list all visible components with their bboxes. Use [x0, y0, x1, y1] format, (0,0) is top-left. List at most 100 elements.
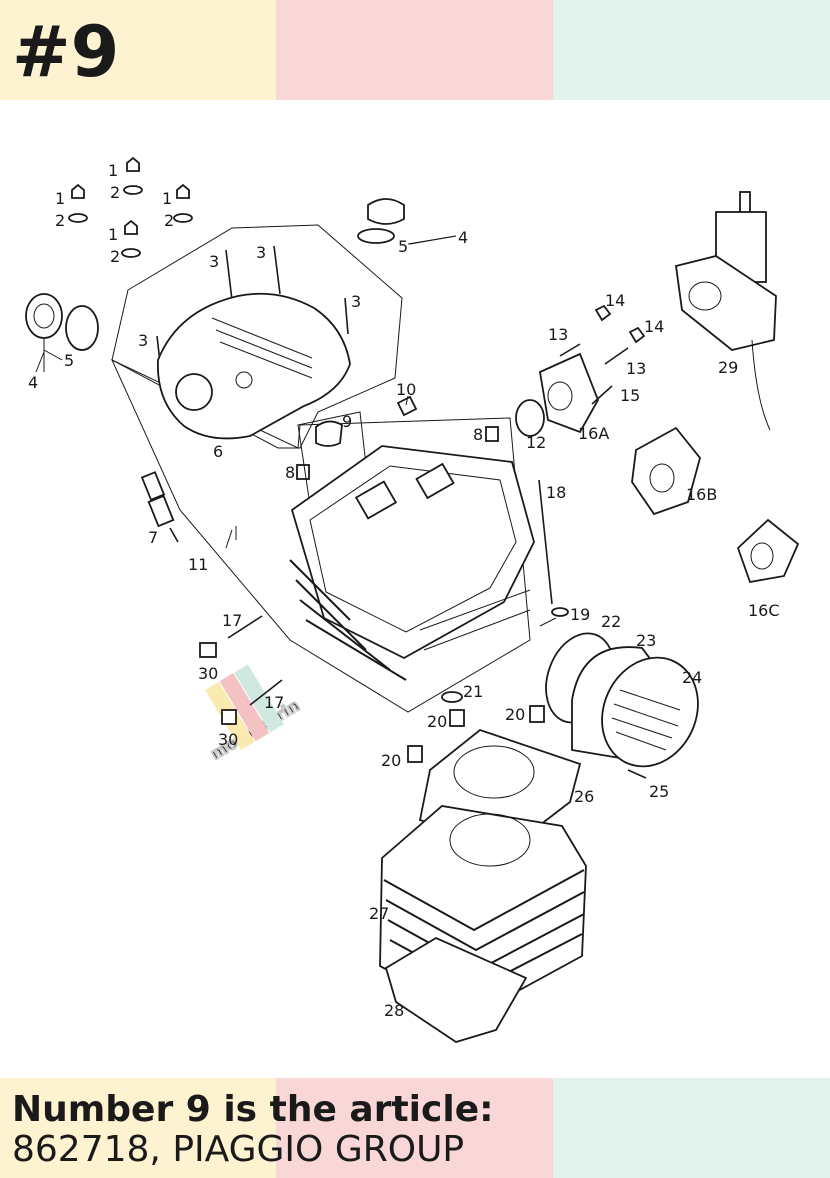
caption-title: Number 9 is the article: — [12, 1089, 494, 1130]
callout: 1 — [162, 189, 172, 208]
washer — [173, 213, 193, 223]
callout: 22 — [601, 612, 621, 631]
callout: 21 — [463, 682, 483, 701]
o-ring — [441, 691, 463, 703]
callout: 30 — [218, 730, 238, 749]
callout-labels: 1 2 1 2 1 2 1 2 3 3 3 3 4 5 4 5 6 7 8 8 … — [28, 161, 780, 1020]
callout: 2 — [110, 183, 120, 202]
dowel-pin — [485, 426, 499, 442]
callout: 27 — [369, 904, 389, 923]
cap-nut — [126, 156, 140, 172]
callout: 20 — [427, 712, 447, 731]
callout: 20 — [505, 705, 525, 724]
washer — [68, 213, 88, 223]
callout: 3 — [256, 243, 266, 262]
callout: 13 — [626, 359, 646, 378]
callout: 14 — [644, 317, 664, 336]
bottom-color-band — [0, 1078, 830, 1178]
washer — [121, 248, 141, 258]
callout: 19 — [570, 605, 590, 624]
band-segment-yellow — [0, 1078, 276, 1178]
top-color-band — [0, 0, 830, 100]
caption-article: 862718, PIAGGIO GROUP — [12, 1129, 465, 1170]
sleeve — [199, 642, 217, 658]
callout: 6 — [213, 442, 223, 461]
callout: 11 — [188, 555, 208, 574]
dowel-pin — [296, 464, 310, 480]
callout: 14 — [605, 291, 625, 310]
stud — [249, 679, 283, 706]
oil-filler-cap-left — [25, 293, 99, 372]
valve-cover — [157, 292, 351, 440]
callout: 7 — [148, 528, 158, 547]
callout: 8 — [285, 463, 295, 482]
stud — [227, 615, 263, 639]
sleeve — [221, 709, 237, 725]
dowel — [529, 705, 545, 723]
o-ring — [515, 399, 545, 437]
callout: 29 — [718, 358, 738, 377]
cylinder-head — [289, 445, 535, 681]
washer — [551, 607, 569, 617]
intake-manifold-16a — [538, 352, 599, 434]
band-segment-yellow — [0, 0, 276, 100]
stud — [604, 347, 629, 365]
callout: 23 — [636, 631, 656, 650]
callout: 18 — [546, 483, 566, 502]
cap-nuts-and-washers — [68, 156, 193, 258]
callout: 16C — [748, 601, 780, 620]
bolt — [273, 245, 281, 295]
callout: 20 — [381, 751, 401, 770]
dowel — [407, 745, 423, 763]
callout: 4 — [458, 228, 468, 247]
callout: 25 — [649, 782, 669, 801]
callout: 2 — [110, 247, 120, 266]
exploded-parts-diagram: motorkerin — [25, 156, 800, 1043]
nut — [594, 304, 612, 322]
callout: 12 — [526, 433, 546, 452]
o-ring — [65, 305, 99, 351]
stud — [559, 343, 581, 357]
callout: 4 — [28, 373, 38, 392]
callout: 9 — [342, 412, 352, 431]
callout: 1 — [108, 225, 118, 244]
callout: 2 — [164, 211, 174, 230]
cylinder-head-group-outline — [110, 358, 531, 713]
washer — [123, 185, 143, 195]
screw — [627, 769, 647, 779]
callout: 17 — [222, 611, 242, 630]
o-ring — [357, 228, 395, 244]
intake-manifold-16b — [631, 426, 701, 516]
cap-nut — [176, 183, 190, 199]
band-segment-pink — [276, 1078, 553, 1178]
cap-nut — [71, 183, 85, 199]
callout: 2 — [55, 211, 65, 230]
leader-lines — [35, 235, 557, 627]
callout: 3 — [138, 331, 148, 350]
carburetor — [674, 191, 777, 431]
callout: 1 — [55, 189, 65, 208]
stud — [538, 479, 553, 605]
intake-manifold-16c — [736, 518, 800, 584]
dowel — [449, 709, 465, 727]
callout: 3 — [209, 252, 219, 271]
callout: 3 — [351, 292, 361, 311]
callout: 28 — [384, 1001, 404, 1020]
base-gasket — [384, 936, 528, 1043]
band-segment-mint — [553, 0, 830, 100]
callout: 13 — [548, 325, 568, 344]
part-number-heading: #9 — [12, 11, 120, 93]
bolt — [591, 385, 613, 405]
nut — [628, 326, 646, 344]
callout: 16B — [686, 485, 717, 504]
callout: 15 — [620, 386, 640, 405]
bolt — [225, 249, 233, 301]
part-10-plug — [396, 395, 418, 417]
callout: 8 — [473, 425, 483, 444]
callout: 30 — [198, 664, 218, 683]
callout: 5 — [398, 237, 408, 256]
band-segment-mint — [553, 1078, 830, 1178]
callout: 17 — [264, 693, 284, 712]
callout: 24 — [682, 668, 702, 687]
callout: 26 — [574, 787, 594, 806]
